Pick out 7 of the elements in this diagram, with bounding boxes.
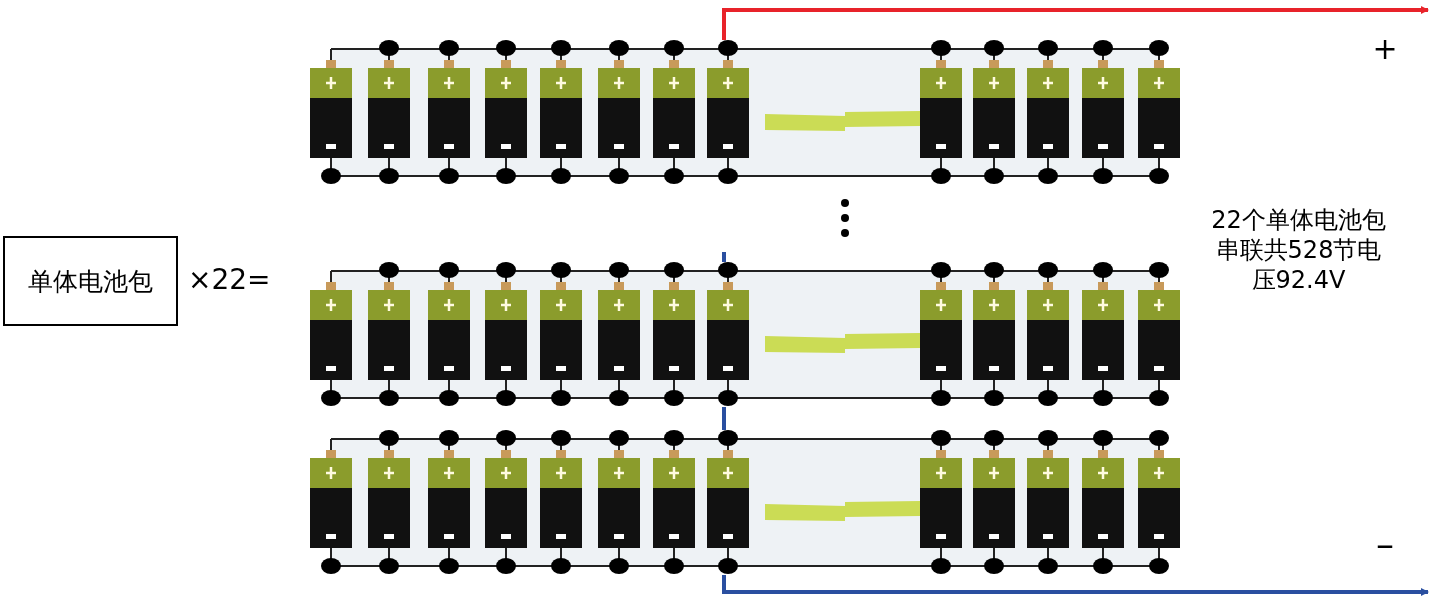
label-box: 单体电池包 — [3, 236, 178, 326]
polarity-sign: – — [1375, 523, 1395, 567]
multiplier-text: ×22= — [188, 262, 272, 297]
wire-arrow — [722, 575, 1429, 596]
polarity-sign: + — [1371, 30, 1399, 68]
wire-arrow — [722, 6, 1429, 40]
note-text: 22个单体电池包串联共528节电压92.4V — [1210, 205, 1387, 295]
